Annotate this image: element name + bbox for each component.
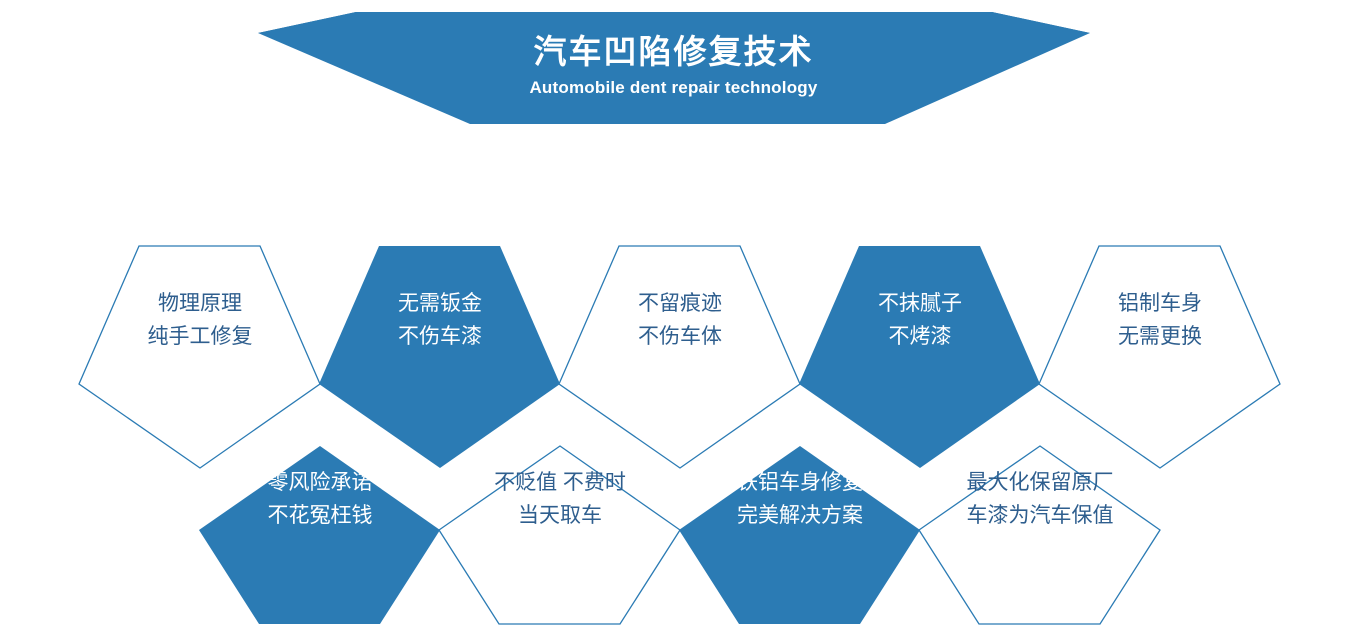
pentagon-no-marks[interactable] <box>558 245 801 469</box>
pentagon-iron-aluminium-repair[interactable] <box>679 446 920 624</box>
pentagon-top-row <box>78 245 1281 469</box>
pentagon-bottom-row <box>199 445 1161 625</box>
pentagon-no-depreciation[interactable] <box>438 445 681 625</box>
pentagon-no-putty[interactable] <box>799 246 1040 468</box>
pentagon-zero-risk[interactable] <box>199 446 440 624</box>
pentagon-no-sheet-metal[interactable] <box>319 246 560 468</box>
pentagon-aluminium-body[interactable] <box>1038 245 1281 469</box>
pentagon-physical-principle[interactable] <box>78 245 321 469</box>
banner-shape <box>258 12 1090 124</box>
banner-body <box>258 12 1090 124</box>
pentagon-retain-factory-paint[interactable] <box>918 445 1161 625</box>
